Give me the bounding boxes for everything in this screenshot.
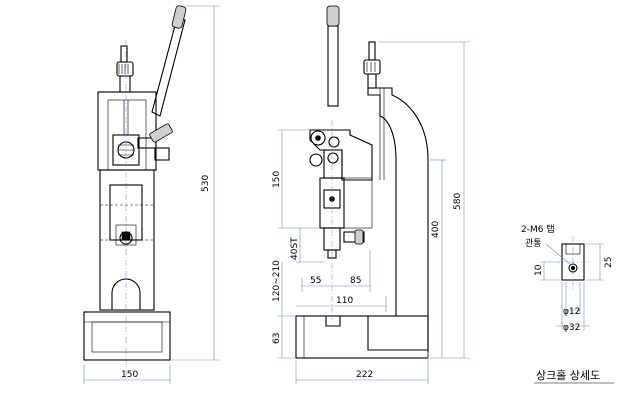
side-stopper <box>343 231 365 243</box>
side-55-label: 55 <box>310 276 321 286</box>
front-handle-grip <box>171 5 187 29</box>
front-ram-housing <box>107 99 147 171</box>
front-dimensions: 150 530 <box>83 5 220 384</box>
detail-25-label: 25 <box>604 257 614 268</box>
front-base <box>83 311 171 361</box>
detail-32-label: φ32 <box>563 323 580 333</box>
detail-caption: 상크홀 상세도 <box>536 369 600 382</box>
side-dimensions: 150 40ST 120~210 63 55 85 110 400 580 <box>272 41 470 384</box>
side-t-slot <box>325 316 341 327</box>
front-ram-set <box>121 231 131 241</box>
side-580-label: 580 <box>453 193 463 210</box>
side-view <box>295 5 429 359</box>
front-arch <box>111 278 141 310</box>
front-ram-tip <box>115 224 137 246</box>
shank-hole-detail: 2-M6 탭 관통 10 25 φ12 φ32 상크홀 상세도 <box>521 223 614 384</box>
side-pivot-2 <box>309 153 323 167</box>
front-view <box>83 5 187 380</box>
side-range-label: 120~210 <box>272 260 282 302</box>
detail-leader-line <box>545 243 571 265</box>
front-top-stem <box>120 45 128 63</box>
side-width-label: 222 <box>356 370 373 380</box>
front-height-label: 530 <box>201 175 211 192</box>
detail-tap-hole <box>568 263 578 273</box>
side-top-stem <box>368 41 376 61</box>
side-400-label: 400 <box>431 221 441 238</box>
side-110-label: 110 <box>336 296 353 306</box>
detail-10-label: 10 <box>534 264 544 276</box>
detail-note-line1: 2-M6 탭 <box>521 223 555 235</box>
side-pivot-1 <box>310 130 326 146</box>
side-st-label: 40ST <box>290 237 300 260</box>
front-base-recess <box>91 321 163 353</box>
detail-note-line2: 관통 <box>525 238 542 249</box>
side-c-frame <box>367 87 429 351</box>
side-85-label: 85 <box>350 276 361 286</box>
side-handle-grip <box>326 5 340 27</box>
side-link-block <box>323 149 343 179</box>
front-width-label: 150 <box>121 370 138 380</box>
side-ram-guide <box>343 177 373 229</box>
side-base-label: 63 <box>272 333 282 344</box>
side-base <box>295 315 429 359</box>
front-handle <box>151 17 186 117</box>
side-stopper-knob <box>354 229 364 245</box>
front-top-post <box>119 75 131 93</box>
front-lever-nut <box>154 147 170 161</box>
side-top-knob <box>363 59 381 75</box>
side-top-post <box>367 73 377 89</box>
front-lever-block <box>149 123 173 143</box>
front-shaft <box>137 137 157 149</box>
side-pivot-3 <box>328 136 340 148</box>
side-lever-arm <box>309 129 373 181</box>
side-stroke-label: 150 <box>272 171 282 188</box>
detail-12-label: φ12 <box>563 307 580 317</box>
side-handle-rod <box>327 25 339 107</box>
